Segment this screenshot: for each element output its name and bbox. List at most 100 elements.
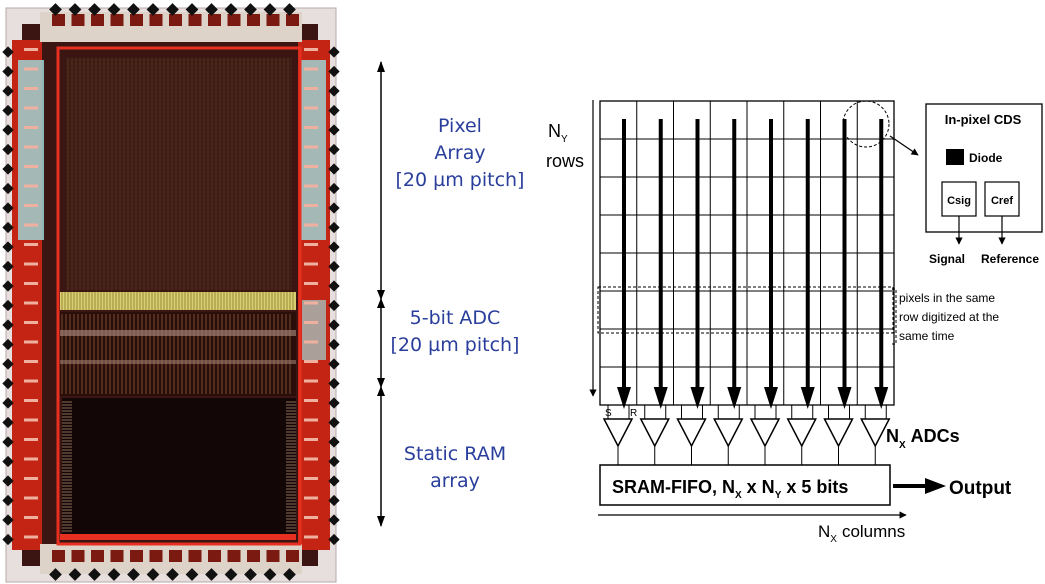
bond-wire-pad <box>328 436 340 448</box>
pad-trace <box>304 165 318 168</box>
pad-trace <box>304 48 318 51</box>
pad-trace <box>24 438 38 441</box>
columns-symbol: N <box>818 522 830 541</box>
sram-bottom-bus <box>60 534 296 540</box>
bond-wire-pad <box>328 299 340 312</box>
sram-sub1: X <box>735 490 742 501</box>
bond-wire-pad <box>328 221 340 234</box>
columns-subscript: X <box>830 534 837 545</box>
bond-pad <box>149 550 163 562</box>
bond-wire-pad <box>328 455 340 468</box>
adc-triangle <box>749 418 781 448</box>
pad-trace <box>24 379 38 383</box>
row-note-line-3: same time <box>899 329 955 343</box>
column-readout-arrowhead <box>764 387 778 409</box>
pad-trace <box>304 126 318 129</box>
pad-trace <box>24 496 38 500</box>
bond-pad <box>208 550 221 562</box>
bond-wire-pad <box>328 143 340 156</box>
bond-pad <box>110 550 124 562</box>
pad-trace <box>24 360 38 363</box>
pad-trace <box>24 184 38 188</box>
bond-wire-pad <box>328 46 340 58</box>
pixel-grid <box>599 100 895 406</box>
bond-wire-pad <box>146 3 160 16</box>
bond-pad <box>71 14 85 26</box>
column-readout-arrowhead <box>653 387 668 409</box>
pad-trace <box>24 67 38 71</box>
sram-part2: x N <box>742 477 775 497</box>
label-line: Pixel <box>438 115 482 137</box>
label-line: Static RAM <box>403 443 507 465</box>
column-readout-arrowhead <box>837 387 852 409</box>
bond-wire-pad <box>244 3 257 16</box>
label-line: array <box>430 470 480 492</box>
pad-trace <box>304 516 318 519</box>
column-readout-arrowhead <box>874 387 889 409</box>
bond-pad <box>247 550 260 562</box>
pixel-array-label: Pixel Array [20 µm pitch] <box>380 113 540 194</box>
pad-trace <box>304 438 318 441</box>
pad-trace <box>24 48 38 51</box>
pad-trace <box>24 204 38 207</box>
pad-trace <box>24 243 38 246</box>
adc-pin-r: R <box>630 408 637 419</box>
adc-pin-s: S <box>605 408 612 419</box>
bond-pad <box>266 550 280 562</box>
pad-trace <box>24 223 38 227</box>
bond-wire-pad <box>127 3 140 16</box>
pad-trace <box>24 399 38 402</box>
pad-trace <box>304 184 318 188</box>
bond-pad <box>227 550 241 562</box>
label-line: 5-bit ADC <box>409 307 501 329</box>
sram-part1: SRAM-FIFO, N <box>612 477 735 497</box>
column-readout-arrowhead <box>617 387 631 409</box>
bond-wire-pad <box>205 3 218 16</box>
bond-pad <box>169 550 182 562</box>
pad-trace <box>24 477 38 480</box>
pad-trace <box>24 321 38 324</box>
adcs-word: ADCs <box>911 426 960 446</box>
bond-wire-pad <box>328 241 340 253</box>
bond-wire-pad <box>328 260 340 273</box>
rows-label: NY <box>548 121 568 145</box>
pad-trace <box>24 126 38 129</box>
row-note-line-1: pixels in the same <box>899 291 995 305</box>
adcs-symbol: N <box>886 426 899 446</box>
pad-trace <box>24 145 38 149</box>
column-readout-arrows <box>617 119 889 409</box>
sram-fifo-label: SRAM-FIFO, NX x NY x 5 bits <box>612 477 848 501</box>
bond-pad <box>208 14 221 26</box>
bond-pad <box>110 14 124 26</box>
core-frame <box>56 46 302 546</box>
diode-label: Diode <box>969 151 1003 165</box>
bond-pad <box>91 14 104 26</box>
pad-trace <box>304 418 318 422</box>
adc-triangle <box>713 418 744 448</box>
columns-word: columns <box>842 522 905 541</box>
bond-wire-pad <box>166 3 179 16</box>
arrow-down-mid1 <box>377 290 385 300</box>
adc-triangle <box>860 418 891 448</box>
bond-pad <box>266 14 280 26</box>
pad-trace <box>24 165 38 168</box>
pad-trace <box>304 457 318 461</box>
arrow-up-mid1 <box>377 298 385 308</box>
csig-label: Csig <box>947 195 971 207</box>
bond-pad <box>227 14 241 26</box>
row-highlight-bracket <box>892 288 897 345</box>
bond-pad <box>169 14 182 26</box>
sram-fifo-box <box>599 464 891 506</box>
bond-wire-pad <box>49 3 62 16</box>
bond-pad <box>286 550 299 562</box>
pad-trace <box>304 496 318 500</box>
bond-wire-pad <box>328 358 340 370</box>
bond-pad <box>52 14 65 26</box>
in-pixel-cds-title: In-pixel CDS <box>945 112 1022 127</box>
bond-wire-pad <box>263 3 277 16</box>
